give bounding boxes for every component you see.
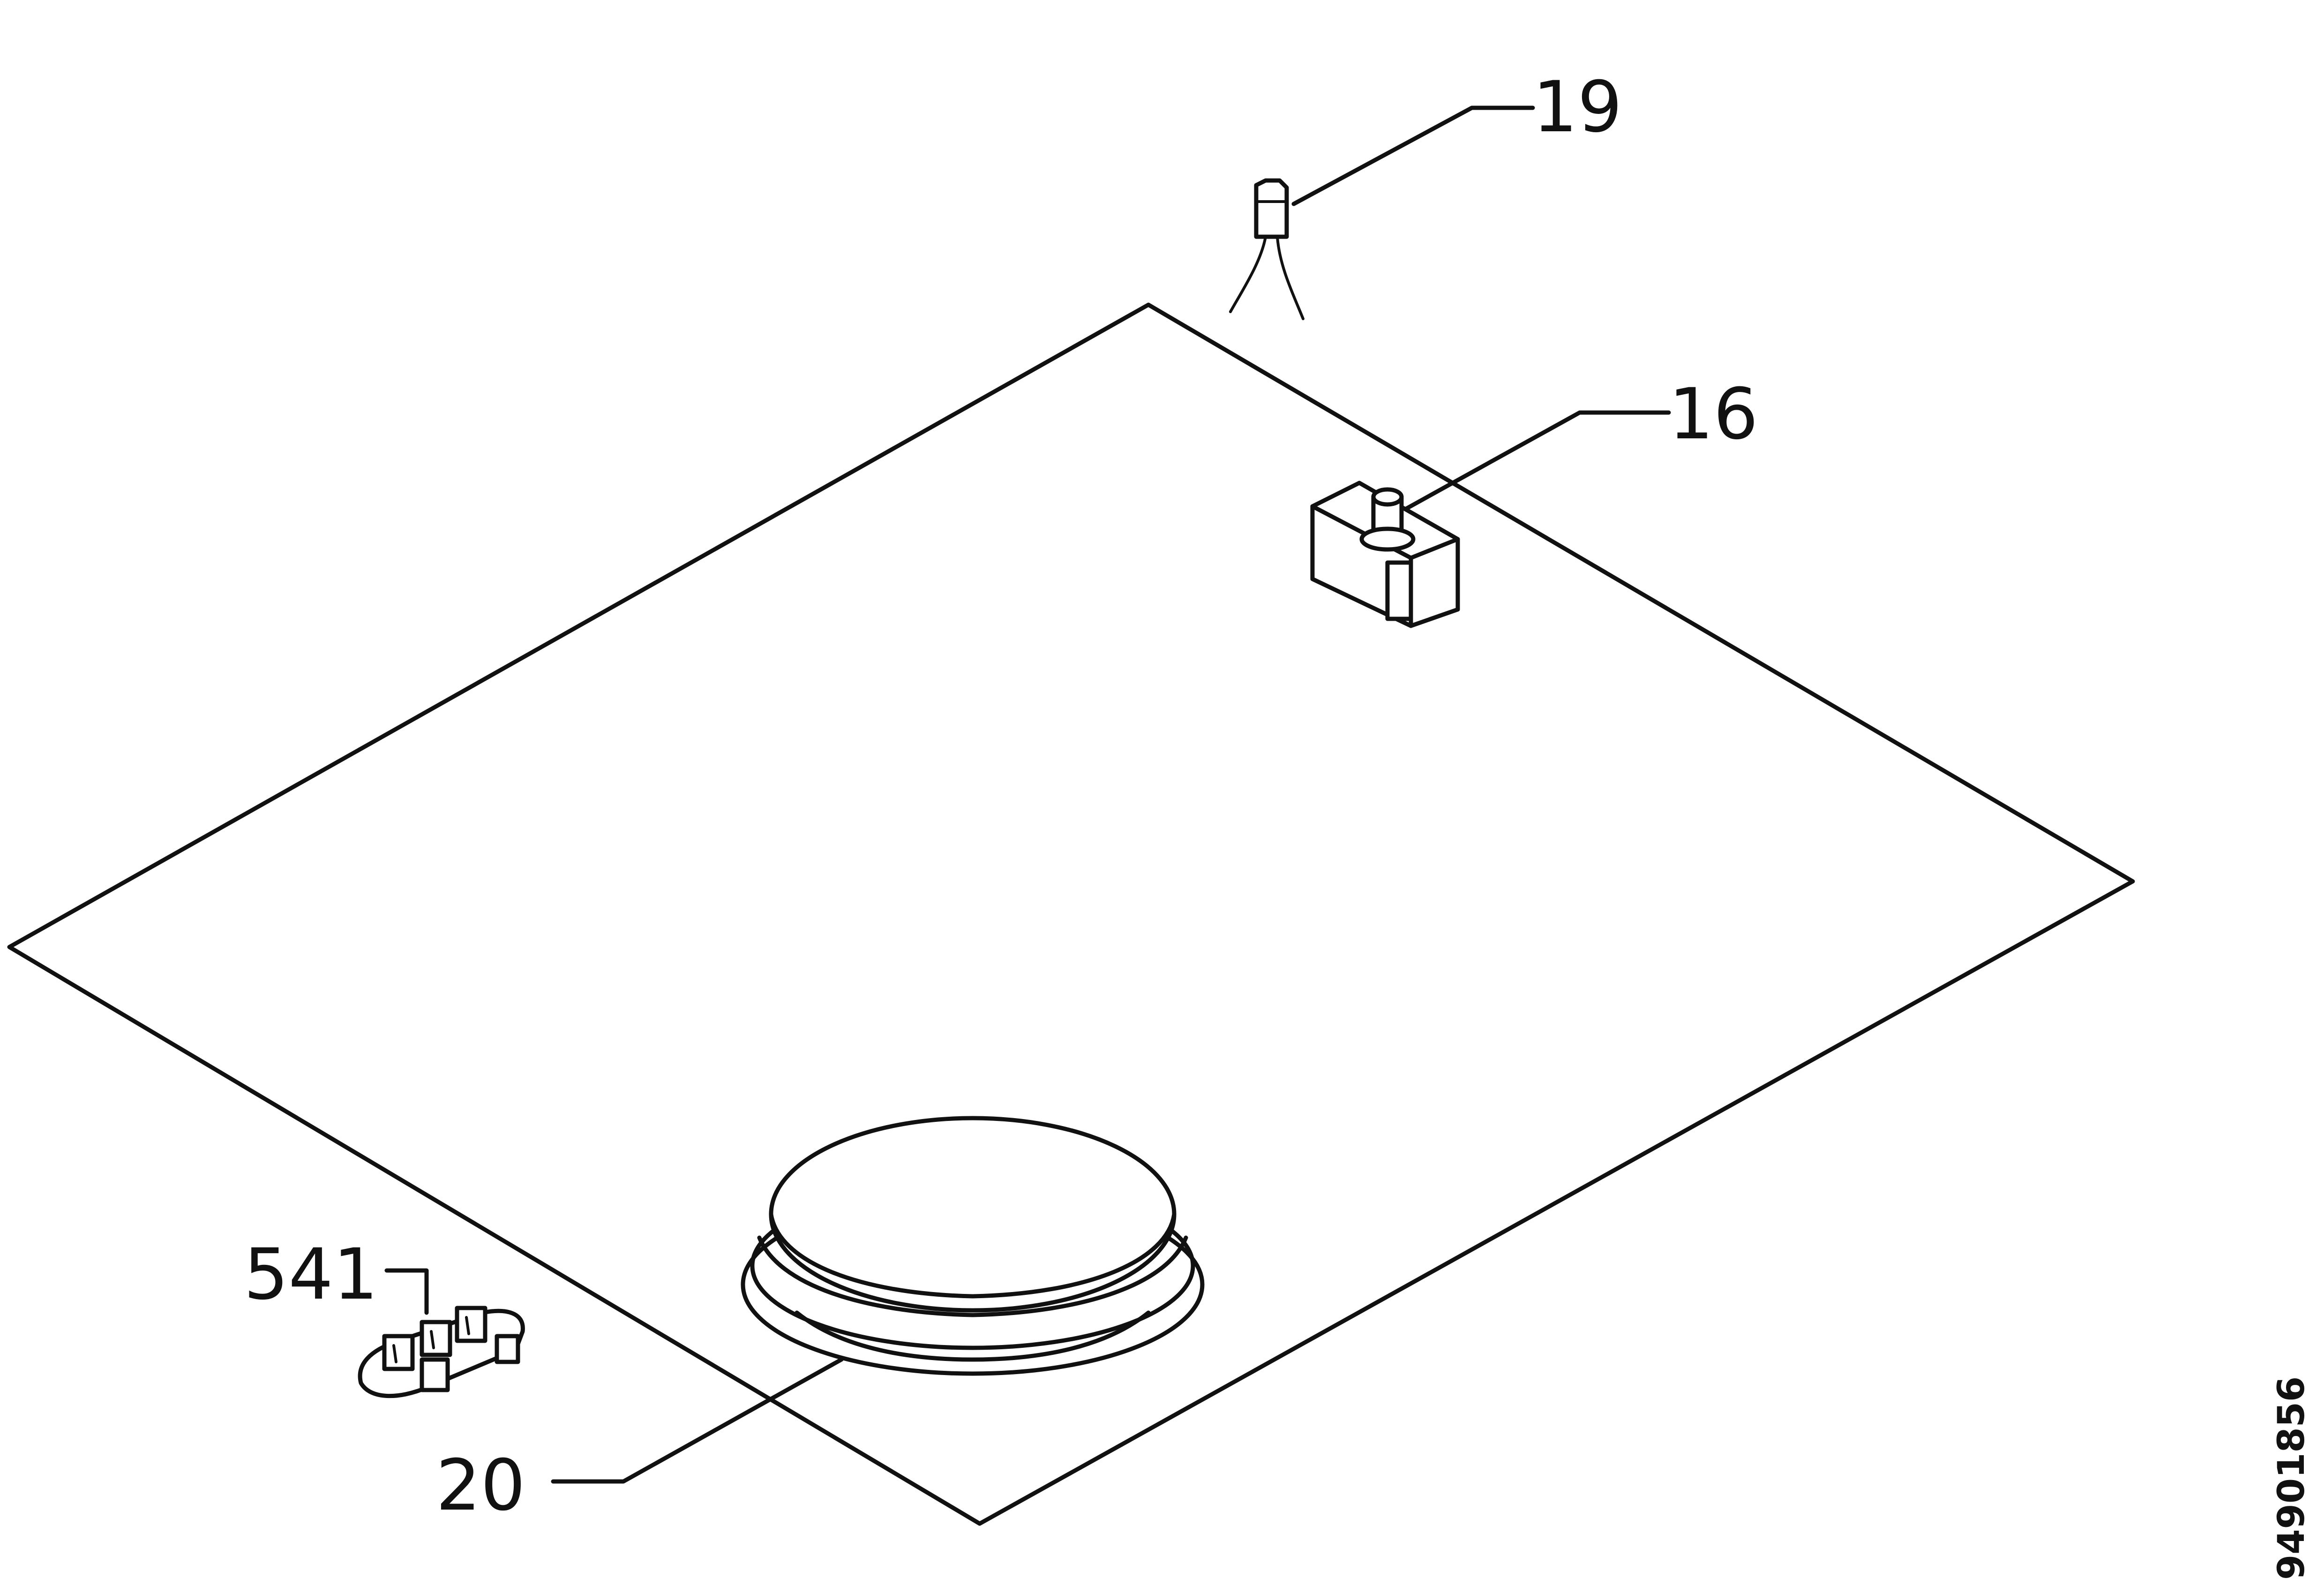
leader-line-541 (384, 1268, 429, 1315)
callout-20: 20 (436, 1445, 525, 1526)
indicator-lamp-icon (1229, 178, 1304, 320)
push-switch-icon (1310, 481, 1460, 628)
hob-panel-outline (7, 302, 2135, 1526)
document-number: 94901856 (2271, 1376, 2313, 1580)
cooking-plate-icon (741, 1116, 1205, 1376)
callout-16: 16 (1669, 374, 1758, 455)
leader-line-19 (1291, 105, 1535, 206)
terminal-block-icon (358, 1306, 525, 1398)
callout-541: 541 (244, 1234, 378, 1315)
leader-line-20 (551, 1357, 844, 1484)
callout-19: 19 (1533, 67, 1622, 148)
leader-line-16 (1404, 410, 1671, 511)
